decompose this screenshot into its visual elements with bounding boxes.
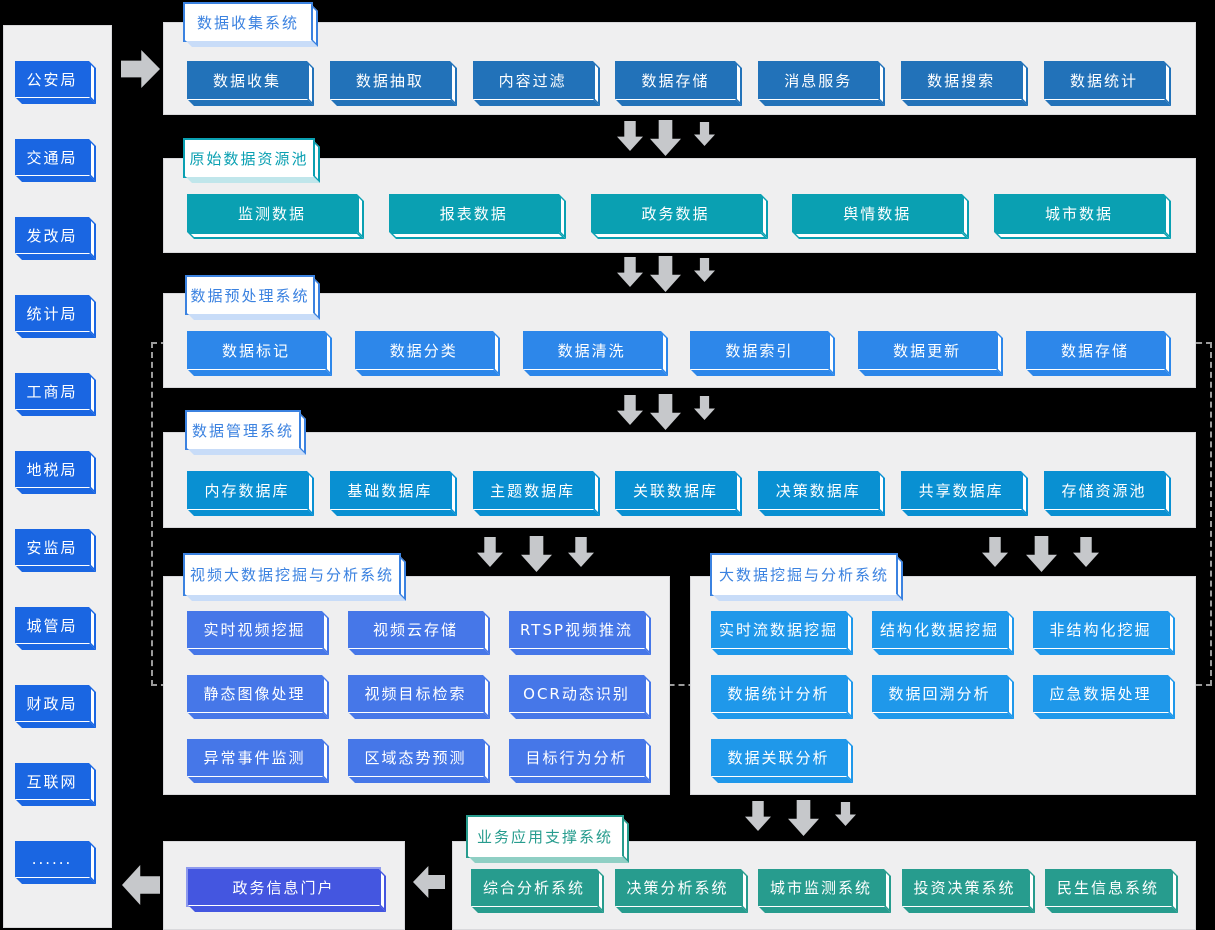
business-app-box: 投资决策系统 — [901, 869, 1028, 906]
section-title-data-preprocess: 数据预处理系统 — [185, 275, 315, 315]
management-box: 主题数据库 — [472, 471, 593, 509]
bigdata-mining-box: 实时流数据挖掘 — [711, 611, 846, 648]
preprocess-box: 数据分类 — [354, 331, 493, 369]
collection-box: 数据抽取 — [329, 61, 450, 99]
video-mining-box: 实时视频挖掘 — [187, 611, 322, 648]
panel-bigdata-mining: 实时流数据挖掘结构化数据挖掘非结构化挖掘数据统计分析数据回溯分析应急数据处理数据… — [690, 576, 1196, 795]
preprocess-box: 数据存储 — [1025, 331, 1164, 369]
source-bureau-box: 交通局 — [15, 139, 89, 175]
bigdata-mining-box: 应急数据处理 — [1033, 675, 1168, 712]
raw-data-box: 监测数据 — [187, 194, 357, 232]
source-bureau-box: 安监局 — [15, 529, 89, 565]
section-title-bigdata-mining: 大数据挖掘与分析系统 — [710, 553, 898, 596]
raw-data-box: 城市数据 — [994, 194, 1164, 232]
flow-arrow-down-icon — [835, 802, 856, 826]
panel-portal: 政务信息门户 — [163, 841, 405, 930]
business-app-box: 决策分析系统 — [614, 869, 741, 906]
management-box: 内存数据库 — [187, 471, 307, 509]
raw-data-box: 政务数据 — [590, 194, 761, 232]
portal-box: 政务信息门户 — [186, 867, 381, 907]
source-bureau-box: 财政局 — [15, 685, 89, 721]
flow-arrow-left-icon — [122, 865, 160, 905]
preprocess-box: 数据标记 — [187, 331, 325, 369]
preprocess-box: 数据更新 — [858, 331, 997, 369]
source-bureau-box: 公安局 — [15, 61, 89, 97]
preprocess-box: 数据清洗 — [522, 331, 661, 369]
bigdata-mining-box: 数据关联分析 — [711, 739, 846, 776]
video-mining-box: 区域态势预测 — [348, 739, 483, 776]
flow-arrow-left-icon — [413, 866, 445, 898]
section-title-data-collection: 数据收集系统 — [183, 2, 313, 42]
bigdata-mining-box: 非结构化挖掘 — [1033, 611, 1168, 648]
flow-arrow-down-icon — [745, 801, 771, 831]
bigdata-mining-box: 结构化数据挖掘 — [872, 611, 1007, 648]
video-mining-box: 视频目标检索 — [348, 675, 483, 712]
collection-box: 数据存储 — [615, 61, 736, 99]
business-app-box: 综合分析系统 — [471, 869, 597, 906]
section-title-raw-data-pool: 原始数据资源池 — [183, 138, 315, 178]
collection-box: 数据统计 — [1043, 61, 1164, 99]
flow-arrow-down-icon — [650, 120, 681, 156]
bigdata-mining-box: 数据统计分析 — [711, 675, 846, 712]
video-mining-box: OCR动态识别 — [509, 675, 644, 712]
collection-box: 数据收集 — [187, 61, 307, 99]
management-box: 存储资源池 — [1043, 471, 1164, 509]
video-mining-box: RTSP视频推流 — [509, 611, 644, 648]
video-mining-box: 异常事件监测 — [187, 739, 322, 776]
management-box: 基础数据库 — [329, 471, 450, 509]
flow-arrow-down-icon — [617, 121, 643, 151]
section-title-data-management: 数据管理系统 — [185, 410, 301, 450]
flow-arrow-down-icon — [617, 257, 643, 287]
video-mining-box: 视频云存储 — [348, 611, 483, 648]
flow-arrow-right-icon — [121, 50, 160, 88]
section-title-video-mining: 视频大数据挖掘与分析系统 — [183, 553, 401, 596]
source-bureau-box: 统计局 — [15, 295, 89, 331]
flow-arrow-down-icon — [788, 800, 819, 836]
raw-data-box: 舆情数据 — [792, 194, 963, 232]
collection-box: 数据搜索 — [901, 61, 1022, 99]
raw-data-box: 报表数据 — [388, 194, 559, 232]
preprocess-box: 数据索引 — [690, 331, 829, 369]
source-bureau-box: ...... — [15, 841, 89, 877]
business-app-box: 城市监测系统 — [758, 869, 884, 906]
flow-arrow-down-icon — [650, 256, 681, 292]
panel-data-collection: 数据收集数据抽取内容过滤数据存储消息服务数据搜索数据统计 — [163, 22, 1196, 115]
source-bureau-box: 发改局 — [15, 217, 89, 253]
collection-box: 内容过滤 — [472, 61, 593, 99]
collection-box: 消息服务 — [758, 61, 879, 99]
section-title-business-apps: 业务应用支撑系统 — [466, 815, 624, 858]
management-box: 关联数据库 — [615, 471, 736, 509]
video-mining-box: 静态图像处理 — [187, 675, 322, 712]
source-bureau-box: 城管局 — [15, 607, 89, 643]
panel-business-apps: 综合分析系统决策分析系统城市监测系统投资决策系统民生信息系统 — [452, 841, 1196, 930]
source-bureau-box: 互联网 — [15, 763, 89, 799]
source-bureau-box: 地税局 — [15, 451, 89, 487]
flow-arrow-down-icon — [694, 122, 715, 146]
bigdata-mining-box: 数据回溯分析 — [872, 675, 1007, 712]
panel-data-management: 内存数据库基础数据库主题数据库关联数据库决策数据库共享数据库存储资源池 — [163, 432, 1196, 528]
panel-raw-data-pool: 监测数据报表数据政务数据舆情数据城市数据 — [163, 158, 1196, 253]
management-box: 共享数据库 — [901, 471, 1022, 509]
video-mining-box: 目标行为分析 — [509, 739, 644, 776]
business-app-box: 民生信息系统 — [1045, 869, 1171, 906]
flow-arrow-down-icon — [694, 258, 715, 282]
panel-data-preprocess: 数据标记数据分类数据清洗数据索引数据更新数据存储 — [163, 293, 1196, 388]
source-bureau-box: 工商局 — [15, 373, 89, 409]
management-box: 决策数据库 — [758, 471, 879, 509]
panel-data-sources: 公安局交通局发改局统计局工商局地税局安监局城管局财政局互联网...... — [3, 25, 112, 928]
panel-video-mining: 实时视频挖掘视频云存储 RTSP视频推流静态图像处理视频目标检索 OCR动态识别异常… — [163, 576, 670, 795]
